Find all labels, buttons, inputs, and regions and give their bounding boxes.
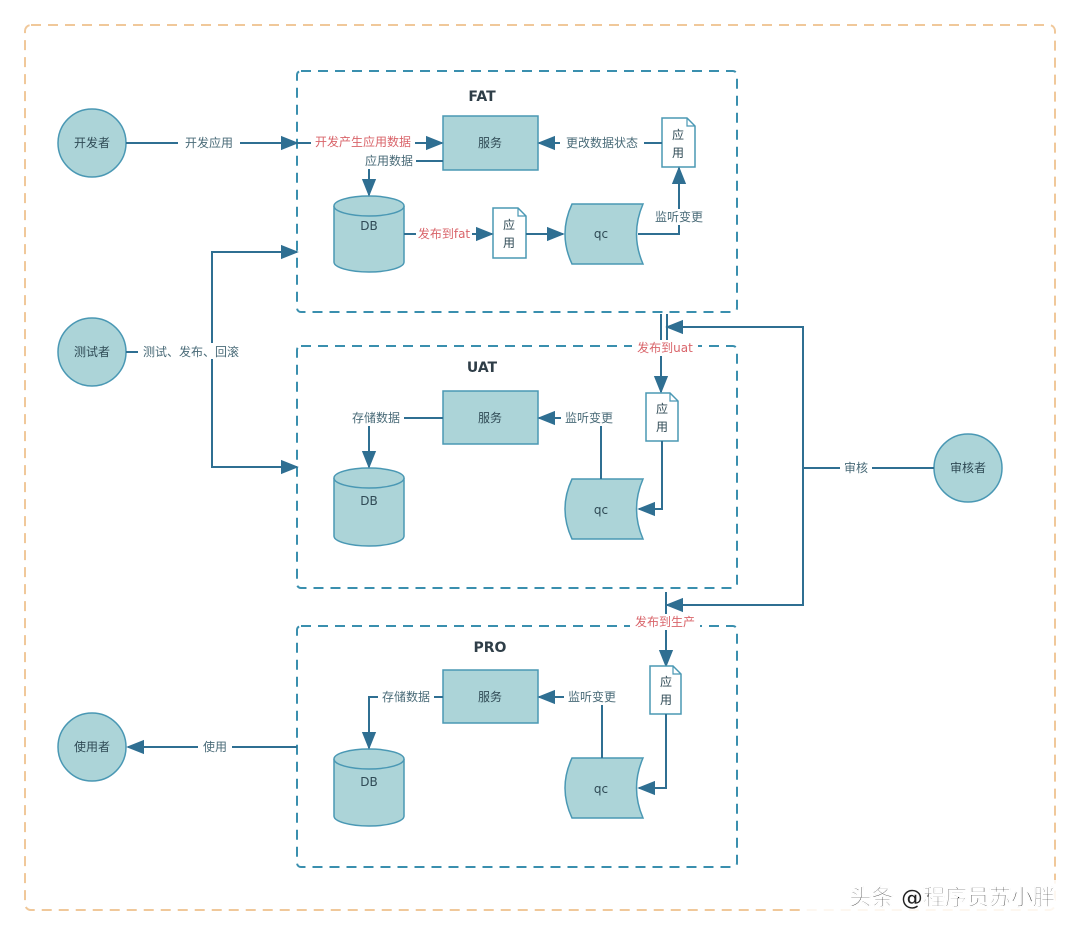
actor-reviewer[interactable]: 审核者 (933, 433, 1003, 503)
fat-service-label: 服务 (478, 135, 502, 150)
svg-text:用: 用 (656, 420, 668, 434)
uat-db-label: DB (360, 494, 377, 508)
uat-app-doc[interactable]: 应 用 (645, 392, 679, 442)
actor-tester[interactable]: 测试者 (57, 317, 127, 387)
fat-service[interactable]: 服务 (442, 115, 539, 171)
fat-dev-data-label: 开发产生应用数据 (315, 134, 411, 149)
fat-environment-box (296, 70, 738, 313)
pro-qc-label: qc (594, 782, 608, 796)
fat-edge-listen (638, 166, 687, 235)
fat-publish-label: 发布到fat (418, 226, 471, 241)
pro-title: PRO (474, 640, 507, 656)
edge-develop-app-label: 开发应用 (185, 135, 233, 150)
edge-use-label: 使用 (203, 739, 227, 754)
pro-publish-label: 发布到生产 (635, 614, 695, 629)
svg-text:用: 用 (660, 693, 672, 707)
uat-service[interactable]: 服务 (442, 390, 539, 445)
edge-tester-to-fat (211, 244, 299, 352)
fat-db-label: DB (360, 219, 377, 233)
fat-app-data-label: 应用数据 (365, 153, 413, 168)
uat-title: UAT (467, 360, 498, 376)
actor-user[interactable]: 使用者 (57, 712, 127, 782)
fat-app-doc-2[interactable]: 应 用 (661, 117, 696, 168)
uat-publish-label: 发布到uat (637, 340, 693, 355)
actor-user-label: 使用者 (74, 739, 110, 754)
fat-change-state-label: 更改数据状态 (566, 135, 638, 150)
actor-reviewer-label: 审核者 (950, 460, 986, 475)
pro-edge-doc-to-qc (637, 714, 667, 796)
edge-review-label: 审核 (844, 460, 868, 475)
fat-qc-queue[interactable]: qc (564, 203, 645, 265)
svg-text:用: 用 (672, 146, 684, 160)
fat-db[interactable]: DB (333, 195, 405, 273)
svg-text:应: 应 (503, 217, 515, 232)
uat-service-label: 服务 (478, 410, 502, 425)
fat-qc-label: qc (594, 227, 608, 241)
edge-test-release-rollback-label: 测试、发布、回滚 (143, 344, 239, 359)
fat-listen-label: 监听变更 (655, 209, 703, 224)
svg-text:应: 应 (660, 674, 672, 689)
watermark: 头条 @程序员苏小胖 (849, 885, 1055, 911)
edge-tester-to-uat (211, 352, 299, 475)
uat-db[interactable]: DB (333, 467, 405, 547)
pro-service[interactable]: 服务 (442, 669, 539, 724)
pro-app-doc[interactable]: 应 用 (649, 665, 682, 715)
edge-review-to-uat (665, 319, 804, 468)
pro-qc-queue[interactable]: qc (564, 757, 645, 819)
edge-review-to-pro (665, 468, 804, 613)
pro-edge-listen (537, 689, 603, 758)
actor-developer-label: 开发者 (74, 135, 110, 150)
outer-boundary (24, 24, 1056, 911)
actor-developer[interactable]: 开发者 (57, 108, 127, 178)
svg-text:应: 应 (656, 401, 668, 416)
fat-app-doc-1[interactable]: 应 用 (492, 207, 527, 259)
fat-title: FAT (468, 89, 496, 105)
uat-edge-listen (537, 410, 602, 479)
pro-environment-box (296, 625, 738, 868)
uat-qc-label: qc (594, 503, 608, 517)
uat-listen-label: 监听变更 (565, 410, 613, 425)
uat-qc-queue[interactable]: qc (564, 478, 645, 540)
uat-edge-doc-to-qc (637, 441, 663, 517)
uat-store-label: 存储数据 (352, 410, 400, 425)
actor-tester-label: 测试者 (74, 344, 110, 359)
pro-db-label: DB (360, 775, 377, 789)
pro-service-label: 服务 (478, 689, 502, 704)
svg-text:应: 应 (672, 127, 684, 142)
svg-text:用: 用 (503, 236, 515, 250)
pro-db[interactable]: DB (333, 748, 405, 827)
pro-listen-label: 监听变更 (568, 689, 616, 704)
pro-store-label: 存储数据 (382, 689, 430, 704)
uat-environment-box (296, 345, 738, 589)
